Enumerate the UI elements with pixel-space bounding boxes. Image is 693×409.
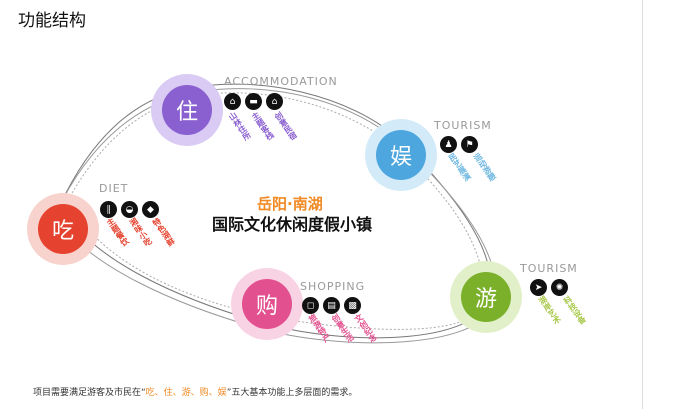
node-char: 游 bbox=[461, 272, 511, 322]
note-text: ”五大基本功能上多层面的需求。 bbox=[226, 388, 358, 398]
node-char: 吃 bbox=[38, 204, 88, 254]
bag-icon: ◻ bbox=[302, 297, 319, 314]
node-chi: 吃 bbox=[27, 193, 99, 265]
category-label: TOURISM bbox=[520, 262, 578, 275]
paper-plane-icon: ➤ bbox=[530, 279, 547, 296]
center-subtitle: 岳阳·南湖 bbox=[257, 195, 323, 213]
node-char: 娱 bbox=[376, 130, 426, 180]
node-yu-entertain: 娱 bbox=[365, 119, 437, 191]
bowl-icon: ◒ bbox=[121, 201, 138, 218]
boat-icon: ▬ bbox=[245, 93, 262, 110]
node-char: 购 bbox=[242, 279, 292, 329]
fish-icon: ◆ bbox=[142, 201, 159, 218]
museum-icon: ⌂ bbox=[224, 93, 241, 110]
runner-icon: ⚑ bbox=[461, 136, 478, 153]
note-text: 项目需要满足游客及市民在“ bbox=[33, 388, 146, 398]
slide-border bbox=[642, 0, 643, 409]
node-gou: 购 bbox=[231, 268, 303, 340]
center-title: 国际文化休闲度假小镇 bbox=[212, 215, 373, 234]
note-highlight: 吃、住、游、购、娱 bbox=[145, 388, 227, 398]
page-title: 功能结构 bbox=[18, 11, 86, 31]
performer-icon: ♟ bbox=[440, 136, 457, 153]
node-char: 住 bbox=[162, 85, 212, 135]
category-label: DIET bbox=[99, 182, 129, 195]
category-label: TOURISM bbox=[434, 119, 492, 132]
cart-icon: ▤ bbox=[323, 297, 340, 314]
chopsticks-icon: ∥ bbox=[100, 201, 117, 218]
node-zhu: 住 bbox=[151, 74, 223, 146]
tree-icon: ✺ bbox=[551, 279, 568, 296]
category-label: ACCOMMODATION bbox=[224, 75, 338, 88]
footnote: 项目需要满足游客及市民在“吃、住、游、购、娱”五大基本功能上多层面的需求。 bbox=[33, 385, 357, 398]
node-you: 游 bbox=[450, 261, 522, 333]
house-icon: ⌂ bbox=[266, 93, 283, 110]
category-label: SHOPPING bbox=[300, 280, 366, 293]
gift-icon: ▩ bbox=[344, 297, 361, 314]
